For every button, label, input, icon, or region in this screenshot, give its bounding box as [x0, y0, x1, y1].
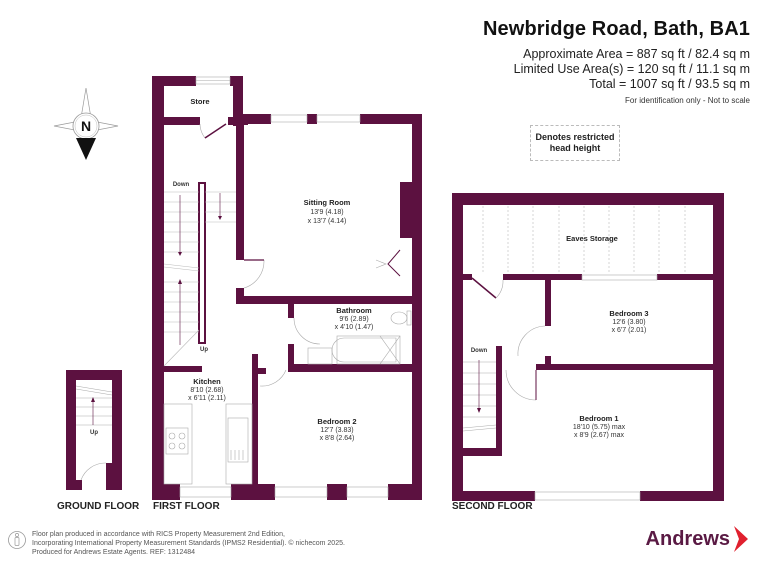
ground-stairs — [75, 385, 113, 481]
footer: Floor plan produced in accordance with R… — [8, 530, 345, 557]
bathroom-fixtures — [307, 310, 412, 365]
footer-line-3: Produced for Andrews Estate Agents. REF:… — [32, 549, 196, 556]
eaves-storage-label: Eaves Storage — [566, 234, 618, 243]
kitchen-label: Kitchen — [193, 377, 221, 386]
second-stairs-down: Down — [471, 348, 488, 354]
first-floor-walls — [152, 76, 422, 500]
first-stairs-up: Up — [200, 347, 208, 353]
svg-text:18'10 (5.75) max: 18'10 (5.75) max — [573, 424, 626, 431]
approximate-area: Approximate Area = 887 sq ft / 82.4 sq m — [523, 47, 750, 61]
svg-text:x 8'8 (2.64): x 8'8 (2.64) — [320, 435, 355, 442]
svg-text:x 13'7 (4.14): x 13'7 (4.14) — [308, 218, 347, 225]
svg-text:8'10 (2.68): 8'10 (2.68) — [190, 387, 223, 394]
svg-text:N: N — [81, 118, 91, 134]
svg-text:x 4'10 (1.47): x 4'10 (1.47) — [335, 324, 374, 331]
second-floor-label: SECOND FLOOR — [452, 501, 533, 512]
brand-name: Andrews — [645, 527, 730, 550]
property-address: Newbridge Road, Bath, BA1 — [483, 18, 750, 40]
rics-person-icon — [8, 531, 26, 549]
footer-line-2: Incorporating International Property Mea… — [32, 540, 345, 547]
first-floor-windows — [179, 76, 389, 498]
eaves-restricted-lines — [482, 206, 686, 274]
first-stairs-down: Down — [173, 182, 190, 188]
limited-use-area: Limited Use Area(s) = 120 sq ft / 11.1 s… — [513, 62, 750, 76]
andrews-logo: Andrews — [646, 526, 748, 552]
second-floor-walls — [452, 193, 724, 501]
svg-text:x 6'11 (2.11): x 6'11 (2.11) — [188, 395, 226, 402]
ground-floor-label: GROUND FLOOR — [57, 501, 140, 512]
restricted-height-legend: Denotes restricted head height — [530, 125, 620, 161]
svg-text:x 6'7 (2.01): x 6'7 (2.01) — [612, 327, 647, 334]
bedroom-1-label: Bedroom 1 — [579, 414, 618, 423]
kitchen-fixtures — [163, 403, 253, 485]
second-floor-windows-doors — [462, 274, 658, 501]
svg-text:9'6 (2.89): 9'6 (2.89) — [339, 316, 368, 323]
svg-text:x 8'9 (2.67) max: x 8'9 (2.67) max — [574, 432, 624, 439]
legend-line-1: Denotes restricted — [535, 132, 615, 142]
plan-header: Newbridge Road, Bath, BA1 Approximate Ar… — [483, 18, 750, 105]
ground-floor-plan — [66, 370, 122, 490]
svg-text:Up: Up — [90, 430, 98, 436]
bedroom-2-label: Bedroom 2 — [317, 417, 356, 426]
north-arrow-icon: N — [53, 87, 119, 160]
bathroom-label: Bathroom — [336, 306, 372, 315]
footer-line-1: Floor plan produced in accordance with R… — [32, 531, 285, 538]
svg-text:12'7 (3.83): 12'7 (3.83) — [320, 427, 353, 434]
store-label: Store — [190, 97, 209, 106]
first-floor-label: FIRST FLOOR — [153, 501, 220, 512]
scale-note: For identification only - Not to scale — [625, 96, 750, 105]
brand-chevron-icon — [734, 526, 748, 552]
legend-line-2: head height — [549, 143, 601, 153]
first-floor-doors — [199, 123, 401, 387]
svg-text:12'6 (3.80): 12'6 (3.80) — [612, 319, 645, 326]
svg-text:13'9 (4.18): 13'9 (4.18) — [310, 209, 343, 216]
sitting-room-label: Sitting Room — [304, 198, 351, 207]
total-area: Total = 1007 sq ft / 93.5 sq m — [589, 77, 750, 91]
bedroom-3-label: Bedroom 3 — [609, 309, 648, 318]
